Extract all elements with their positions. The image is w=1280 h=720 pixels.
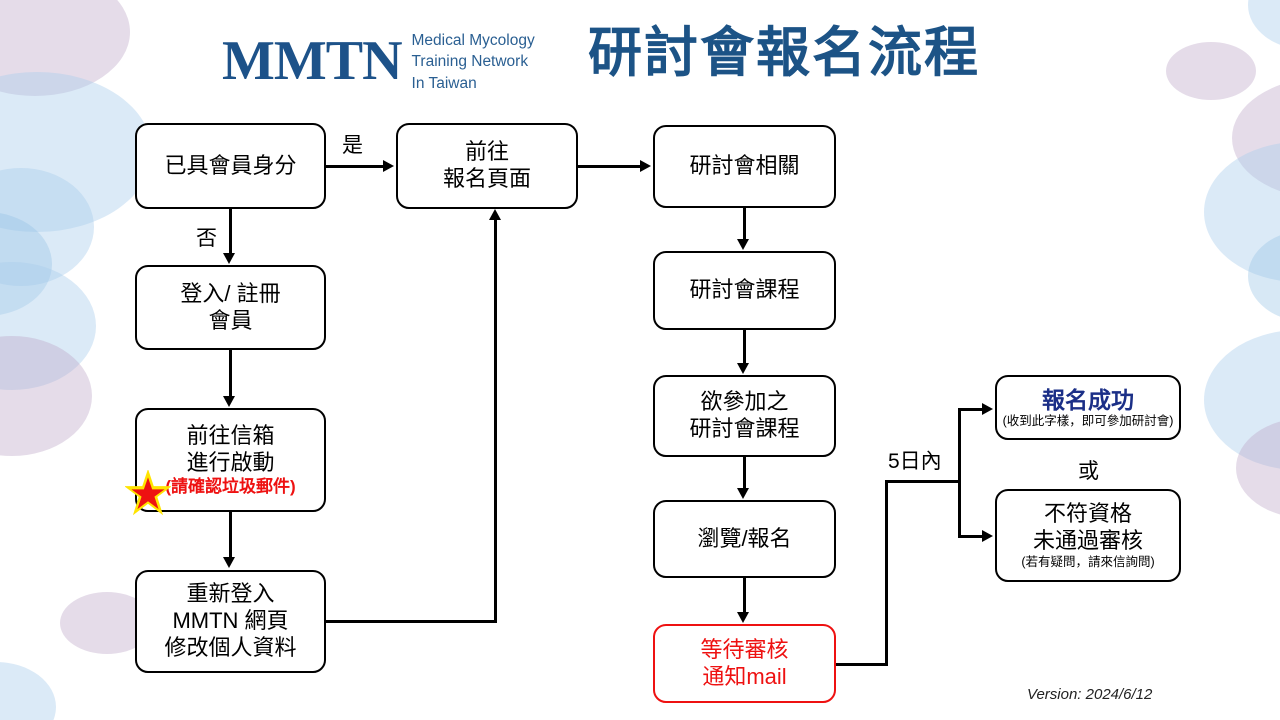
node-seminar-course: 研討會課程 <box>653 251 836 330</box>
arrowhead-down <box>737 612 749 623</box>
connector-relogin-return-h <box>326 620 497 623</box>
edge-label-yes: 是 <box>342 134 363 157</box>
decor-blob <box>0 168 94 286</box>
node-activate-mail-line2: 進行啟動 <box>186 449 275 475</box>
decor-blob <box>1248 230 1280 322</box>
node-login-register: 登入/ 註冊 會員 <box>135 265 326 350</box>
mmtn-tagline-line3: In Taiwan <box>411 74 477 92</box>
warning-star-icon <box>125 470 171 516</box>
arrowhead-right <box>982 403 993 415</box>
node-seminar-course-line1: 研討會課程 <box>689 277 800 303</box>
decor-blob <box>0 72 152 232</box>
connector-signup-to-seminar <box>578 165 641 168</box>
node-rejected-line2: 未通過審核 <box>1032 528 1143 553</box>
node-relogin-profile-line2: MMTN 網頁 <box>172 608 289 634</box>
connector-browse-to-wait <box>743 578 746 612</box>
decor-blob <box>1204 330 1280 470</box>
node-seminar-related: 研討會相關 <box>653 125 836 208</box>
node-relogin-profile-line3: 修改個人資料 <box>164 634 297 660</box>
decor-blob <box>0 336 92 456</box>
arrowhead-down <box>737 488 749 499</box>
connector-relogin-return-v <box>494 220 497 622</box>
node-desired-course-line2: 研討會課程 <box>689 416 800 441</box>
node-login-register-line2: 會員 <box>208 307 253 333</box>
mmtn-logo: MMTN Medical Mycology Training Network I… <box>222 28 535 94</box>
edge-label-within-5-days: 5日內 <box>888 450 942 473</box>
arrowhead-down <box>737 239 749 250</box>
arrowhead-right <box>982 530 993 542</box>
node-activate-mail: 前往信箱 進行啟動 (請確認垃圾郵件) <box>135 408 326 512</box>
node-desired-course: 欲參加之 研討會課程 <box>653 375 836 457</box>
connector-wait-out-h <box>836 663 888 666</box>
mmtn-wordmark: MMTN <box>222 30 403 93</box>
node-member-check-line1: 已具會員身分 <box>164 152 297 178</box>
node-rejected-line1: 不符資格 <box>1043 501 1132 527</box>
connector-split-h <box>885 480 960 483</box>
mmtn-tagline-line2: Training Network <box>411 53 529 71</box>
decor-blob <box>0 212 52 316</box>
arrowhead-down <box>737 363 749 374</box>
arrowhead-up <box>489 209 501 220</box>
connector-to-success <box>958 408 985 411</box>
decor-blob <box>1248 0 1280 50</box>
connector-wait-out-v <box>885 480 888 665</box>
node-member-check: 已具會員身分 <box>135 123 326 209</box>
node-relogin-profile: 重新登入 MMTN 網頁 修改個人資料 <box>135 570 326 673</box>
node-seminar-related-line1: 研討會相關 <box>689 153 800 179</box>
edge-label-or: 或 <box>1078 460 1099 483</box>
mmtn-tagline: Medical Mycology Training Network In Tai… <box>412 28 535 94</box>
connector-split-down <box>958 480 961 537</box>
decor-blob <box>0 262 96 390</box>
node-wait-review-line1: 等待審核 <box>700 636 789 662</box>
node-browse-signup-line1: 瀏覽/報名 <box>697 525 792 551</box>
decor-blob <box>1232 78 1280 198</box>
connector-login-to-activate <box>229 350 232 397</box>
connector-to-rejected <box>958 535 985 538</box>
arrowhead-down <box>223 253 235 264</box>
node-success-headline: 報名成功 <box>1042 386 1134 413</box>
connector-split-up <box>958 408 961 482</box>
decor-blob <box>1236 418 1280 518</box>
edge-label-no: 否 <box>196 227 217 250</box>
node-desired-course-line1: 欲參加之 <box>700 389 789 415</box>
node-browse-signup: 瀏覽/報名 <box>653 500 836 578</box>
arrowhead-down <box>223 557 235 568</box>
node-login-register-line1: 登入/ 註冊 <box>180 280 281 306</box>
node-signup-page-line1: 前往 <box>464 139 509 165</box>
connector-member-to-signup <box>326 165 384 168</box>
mmtn-tagline-line1: Medical Mycology <box>411 32 535 49</box>
decor-blob <box>0 662 56 720</box>
decor-blob <box>1166 42 1256 100</box>
node-success: 報名成功 (收到此字樣，即可參加研討會) <box>995 375 1181 440</box>
connector-desired-to-browse <box>743 457 746 489</box>
connector-activate-to-relogin <box>229 512 232 558</box>
node-rejected-note: (若有疑問，請來信詢問) <box>1021 554 1155 569</box>
arrowhead-right <box>383 160 394 172</box>
node-signup-page-line2: 報名頁面 <box>442 166 531 191</box>
node-activate-mail-note: (請確認垃圾郵件) <box>165 476 296 496</box>
node-relogin-profile-line1: 重新登入 <box>186 581 275 607</box>
arrowhead-right <box>640 160 651 172</box>
decor-blob <box>1204 142 1280 282</box>
decor-blob <box>0 0 130 96</box>
connector-related-to-course <box>743 208 746 240</box>
node-rejected: 不符資格 未通過審核 (若有疑問，請來信詢問) <box>995 489 1181 582</box>
connector-course-to-desired <box>743 330 746 364</box>
arrowhead-down <box>223 396 235 407</box>
page-title: 研討會報名流程 <box>588 23 980 83</box>
node-wait-review: 等待審核 通知mail <box>653 624 836 703</box>
node-activate-mail-line1: 前往信箱 <box>186 422 275 448</box>
node-wait-review-line2: 通知mail <box>702 663 787 689</box>
node-success-note: (收到此字樣，即可參加研討會) <box>1002 414 1174 429</box>
version-label: Version: 2024/6/12 <box>1027 686 1153 703</box>
connector-member-to-login <box>229 209 232 254</box>
node-signup-page: 前往 報名頁面 <box>396 123 578 209</box>
